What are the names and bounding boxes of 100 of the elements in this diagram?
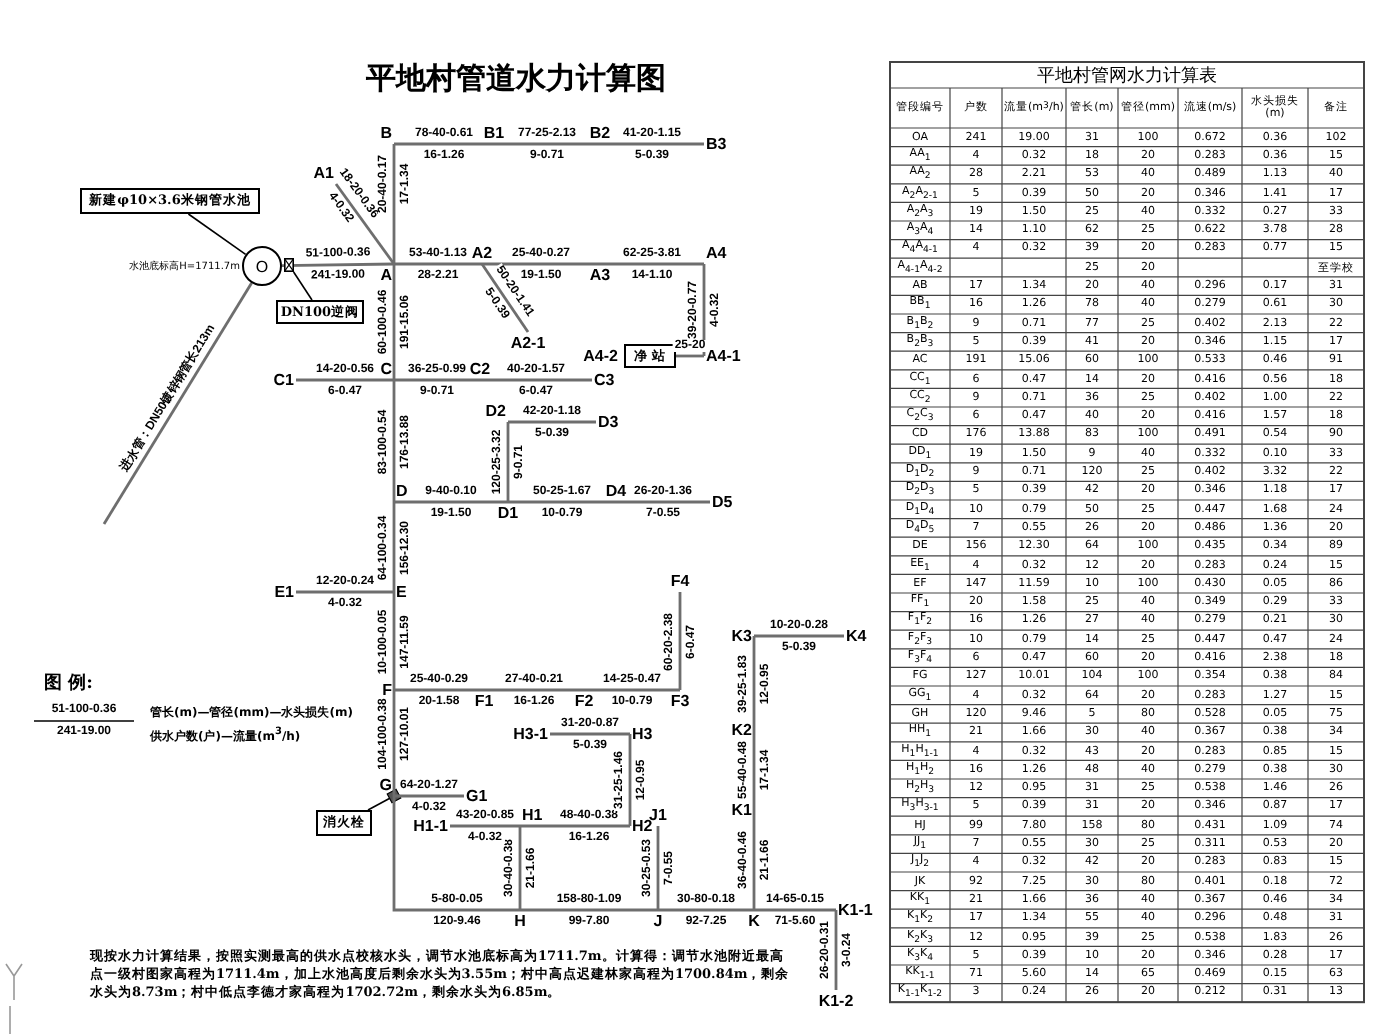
junction-label: C3 bbox=[594, 371, 615, 389]
junction-label: K1-1 bbox=[838, 901, 873, 919]
junction-label: A4-1 bbox=[706, 347, 741, 365]
leader-line bbox=[367, 788, 402, 811]
junction-label: H3-1 bbox=[513, 725, 548, 743]
junction-label: H3 bbox=[632, 725, 653, 743]
pipe-line bbox=[394, 378, 480, 382]
junction-label: A3 bbox=[589, 266, 611, 284]
pipe-line bbox=[754, 908, 836, 912]
junction-label: A bbox=[380, 266, 392, 284]
pipe-line bbox=[600, 142, 704, 146]
junction-label: J1 bbox=[649, 806, 667, 824]
junction-label: E bbox=[396, 583, 407, 601]
pipe-line bbox=[392, 380, 396, 502]
junction-label: K bbox=[748, 912, 760, 930]
pipe-line bbox=[296, 378, 394, 382]
pipe-line bbox=[480, 378, 592, 382]
pipe-line bbox=[394, 794, 464, 798]
pipe-line bbox=[392, 796, 520, 912]
pipe-line bbox=[600, 262, 704, 266]
pipe-line bbox=[658, 908, 754, 912]
pipe-line bbox=[394, 688, 484, 692]
leader-line bbox=[292, 271, 313, 301]
junction-label: C2 bbox=[469, 360, 491, 378]
pipe-line bbox=[392, 690, 396, 796]
junction-label: D5 bbox=[712, 493, 733, 511]
pipe-line bbox=[102, 282, 253, 525]
pipe-line bbox=[752, 730, 756, 810]
junction-label: A2-1 bbox=[510, 334, 546, 352]
pipe-line bbox=[616, 500, 710, 504]
junction-label: H1-1 bbox=[413, 817, 448, 835]
junction-label: G1 bbox=[466, 787, 488, 805]
junction-label: A1 bbox=[313, 164, 334, 182]
pipe-line bbox=[482, 262, 600, 266]
junction-label: J bbox=[653, 912, 663, 930]
junction-label: D4 bbox=[605, 482, 627, 500]
tank-circle: O bbox=[242, 246, 282, 286]
pipe-line bbox=[678, 592, 682, 690]
pipe-line bbox=[450, 824, 520, 828]
pipe-line bbox=[392, 592, 396, 690]
junction-label: F4 bbox=[670, 572, 690, 590]
pipe-line bbox=[494, 142, 600, 146]
title: 平地村管道水力计算图 bbox=[366, 60, 666, 98]
junction-label: A2 bbox=[471, 244, 493, 262]
pipe-line bbox=[752, 810, 756, 910]
pipe-line bbox=[484, 688, 584, 692]
pipe-line bbox=[334, 183, 396, 265]
junction-label: B3 bbox=[706, 135, 727, 153]
pipe-line bbox=[282, 262, 394, 267]
pipe-line bbox=[550, 732, 630, 736]
junction-label: F3 bbox=[670, 692, 690, 710]
junction-label: K1 bbox=[731, 801, 752, 819]
pipe-line bbox=[752, 636, 756, 730]
pipe-line bbox=[754, 634, 844, 638]
junction-label: D1 bbox=[497, 504, 519, 522]
junction-label: H1 bbox=[522, 806, 543, 824]
pipe-line bbox=[392, 502, 396, 592]
junction-label: K3 bbox=[731, 627, 752, 645]
leader-line bbox=[187, 213, 247, 256]
junction-label: K1-2 bbox=[818, 992, 854, 1010]
pipe-line bbox=[834, 910, 838, 990]
junction-label: D bbox=[396, 482, 408, 500]
junction-label: A4 bbox=[706, 244, 727, 262]
junction-label: H2 bbox=[632, 817, 653, 835]
junction-label: G bbox=[379, 776, 392, 794]
pipe-line bbox=[518, 826, 522, 910]
pipe-line bbox=[584, 688, 680, 692]
pipe-line bbox=[394, 262, 482, 266]
junction-label: E1 bbox=[274, 583, 294, 601]
table-title: 平地村管网水力计算表 bbox=[1037, 64, 1217, 88]
pipe-line bbox=[508, 420, 596, 424]
pipe-line bbox=[392, 264, 396, 380]
pipe-line bbox=[480, 263, 530, 333]
junction-label: H bbox=[514, 912, 526, 930]
node-label: A4-2 bbox=[583, 347, 618, 365]
pipe-line bbox=[520, 824, 630, 828]
junction-label: D3 bbox=[598, 413, 619, 431]
junction-label: F bbox=[382, 681, 392, 699]
junction-label: B2 bbox=[589, 124, 611, 142]
legend-title: 图 例: bbox=[44, 671, 93, 696]
pipe-line bbox=[628, 734, 632, 826]
pipe-line bbox=[296, 590, 394, 594]
pipe-line bbox=[394, 500, 508, 504]
pipe-line bbox=[394, 142, 494, 146]
pipe-line bbox=[676, 354, 704, 358]
pipe-line bbox=[702, 264, 706, 356]
junction-label: D2 bbox=[485, 402, 506, 420]
junction-label: K2 bbox=[731, 721, 752, 739]
pipe-line bbox=[392, 144, 396, 264]
junction-label: B bbox=[380, 124, 392, 142]
junction-label: C bbox=[380, 360, 392, 378]
junction-label: K4 bbox=[846, 627, 867, 645]
junction-label: B1 bbox=[483, 124, 505, 142]
pipe-line bbox=[656, 826, 660, 910]
pipe-line bbox=[520, 908, 658, 912]
junction-label: F1 bbox=[474, 692, 494, 710]
junction-label: F2 bbox=[574, 692, 594, 710]
pipe-line bbox=[506, 422, 510, 502]
pipe-line bbox=[508, 500, 616, 504]
junction-label: C1 bbox=[273, 371, 294, 389]
